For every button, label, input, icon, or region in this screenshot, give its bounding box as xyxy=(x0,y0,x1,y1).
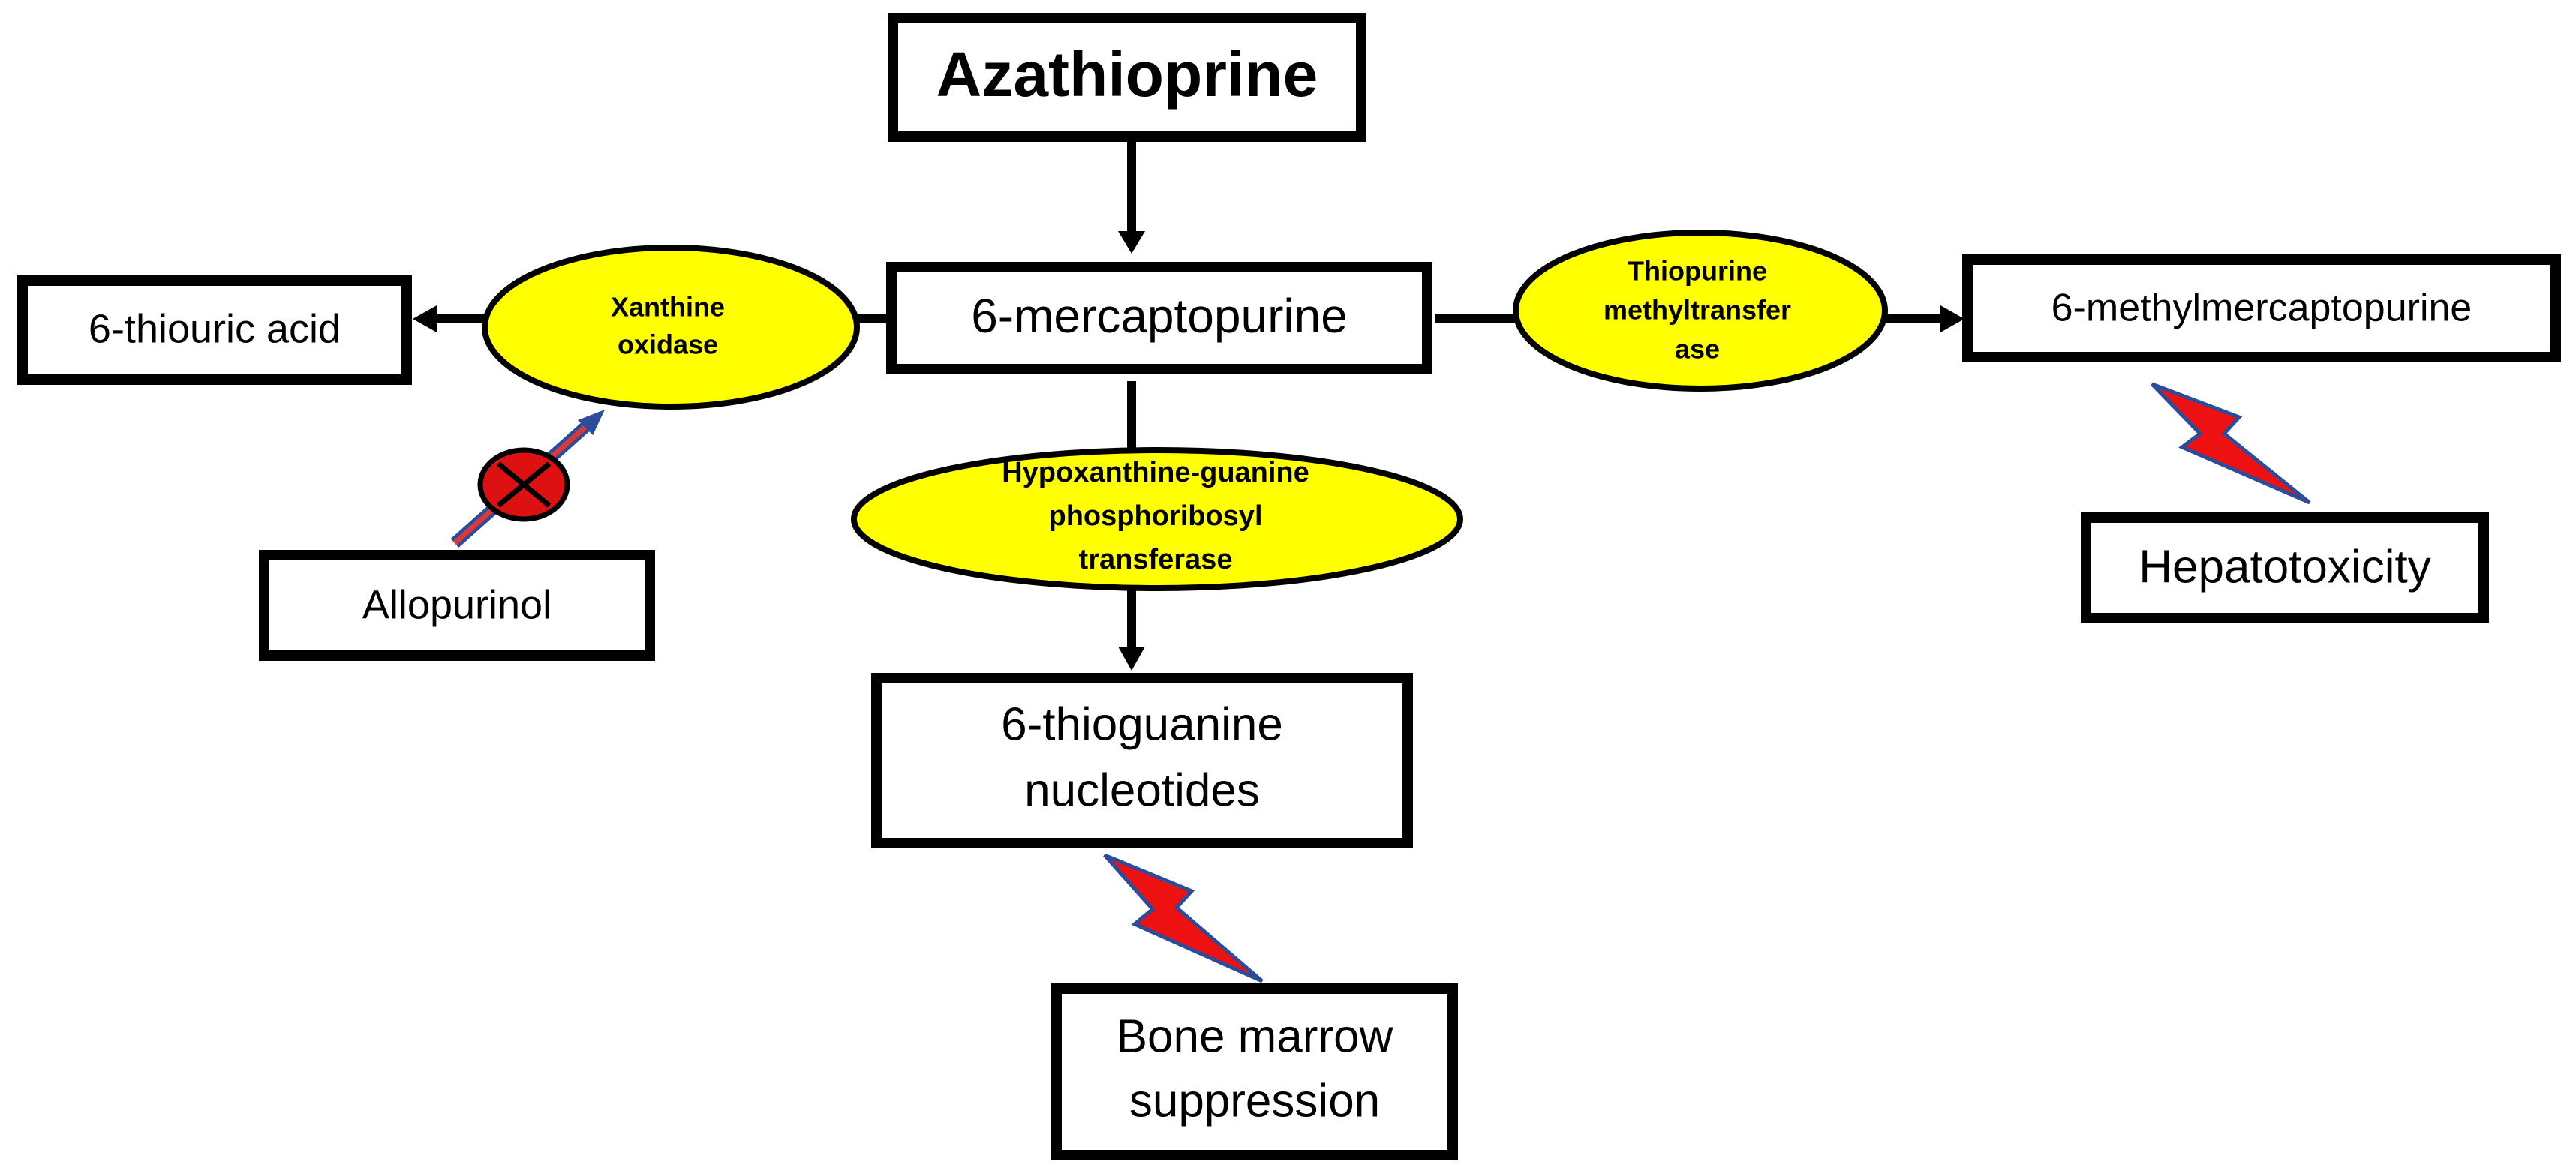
bolt-hepatotoxicity xyxy=(2151,382,2311,505)
enzyme-hgprt-line3: transferase xyxy=(1079,544,1233,575)
arrowhead-mercaptopurine xyxy=(1118,231,1145,254)
enzyme-xanthine-oxidase: Xanthine oxidase xyxy=(482,245,860,410)
arrowhead-thioguanine xyxy=(1118,647,1145,671)
inhibition-arrowhead xyxy=(578,410,605,435)
crossed-circle-icon xyxy=(477,447,570,522)
node-bone-marrow-line2: suppression xyxy=(1129,1075,1380,1127)
enzyme-hgprt-line2: phosphoribosyl xyxy=(1049,500,1263,532)
arrowhead-methylmercaptopurine xyxy=(1940,305,1964,332)
node-mercaptopurine-label: 6-mercaptopurine xyxy=(971,289,1348,343)
enzyme-hgprt: Hypoxanthine-guanine phosphoribosyl tran… xyxy=(851,447,1463,591)
enzyme-tpmt-line3: ase xyxy=(1675,334,1720,365)
node-allopurinol-label: Allopurinol xyxy=(362,582,552,627)
enzyme-xanthine-oxidase-line2: oxidase xyxy=(618,329,718,360)
node-thiouric-acid: 6-thiouric acid xyxy=(17,275,412,385)
node-bone-marrow-line1: Bone marrow xyxy=(1117,1010,1393,1062)
node-thioguanine-line2: nucleotides xyxy=(1024,764,1260,816)
enzyme-tpmt-line1: Thiopurine xyxy=(1628,256,1767,287)
node-allopurinol: Allopurinol xyxy=(259,550,655,661)
enzyme-tpmt-line2: methyltransfer xyxy=(1604,295,1791,326)
node-hepatotoxicity: Hepatotoxicity xyxy=(2081,512,2489,623)
node-azathioprine-label: Azathioprine xyxy=(936,39,1318,110)
node-thiouric-acid-label: 6-thiouric acid xyxy=(89,306,341,351)
node-thioguanine-nucleotides: 6-thioguanine nucleotides xyxy=(871,673,1413,848)
node-hepatotoxicity-label: Hepatotoxicity xyxy=(2139,541,2430,593)
node-azathioprine: Azathioprine xyxy=(888,13,1366,142)
node-bone-marrow-suppression: Bone marrow suppression xyxy=(1051,983,1458,1160)
allopurinol-inhibition xyxy=(450,410,605,548)
lightning-bolt-icon xyxy=(2151,382,2311,505)
node-methylmercaptopurine: 6-methylmercaptopurine xyxy=(1962,254,2561,362)
enzyme-hgprt-line1: Hypoxanthine-guanine xyxy=(1002,457,1309,488)
enzyme-xanthine-oxidase-line1: Xanthine xyxy=(611,292,725,323)
lightning-bolt-icon xyxy=(1103,853,1264,983)
bolt-bone-marrow xyxy=(1103,853,1264,983)
connectors xyxy=(413,137,1964,671)
enzyme-tpmt: Thiopurine methyltransfer ase xyxy=(1513,230,1888,392)
node-thioguanine-line1: 6-thioguanine xyxy=(1001,698,1283,750)
node-methylmercaptopurine-label: 6-methylmercaptopurine xyxy=(2051,287,2472,330)
arrowhead-thiouric-acid xyxy=(413,305,437,332)
node-mercaptopurine: 6-mercaptopurine xyxy=(886,262,1432,374)
